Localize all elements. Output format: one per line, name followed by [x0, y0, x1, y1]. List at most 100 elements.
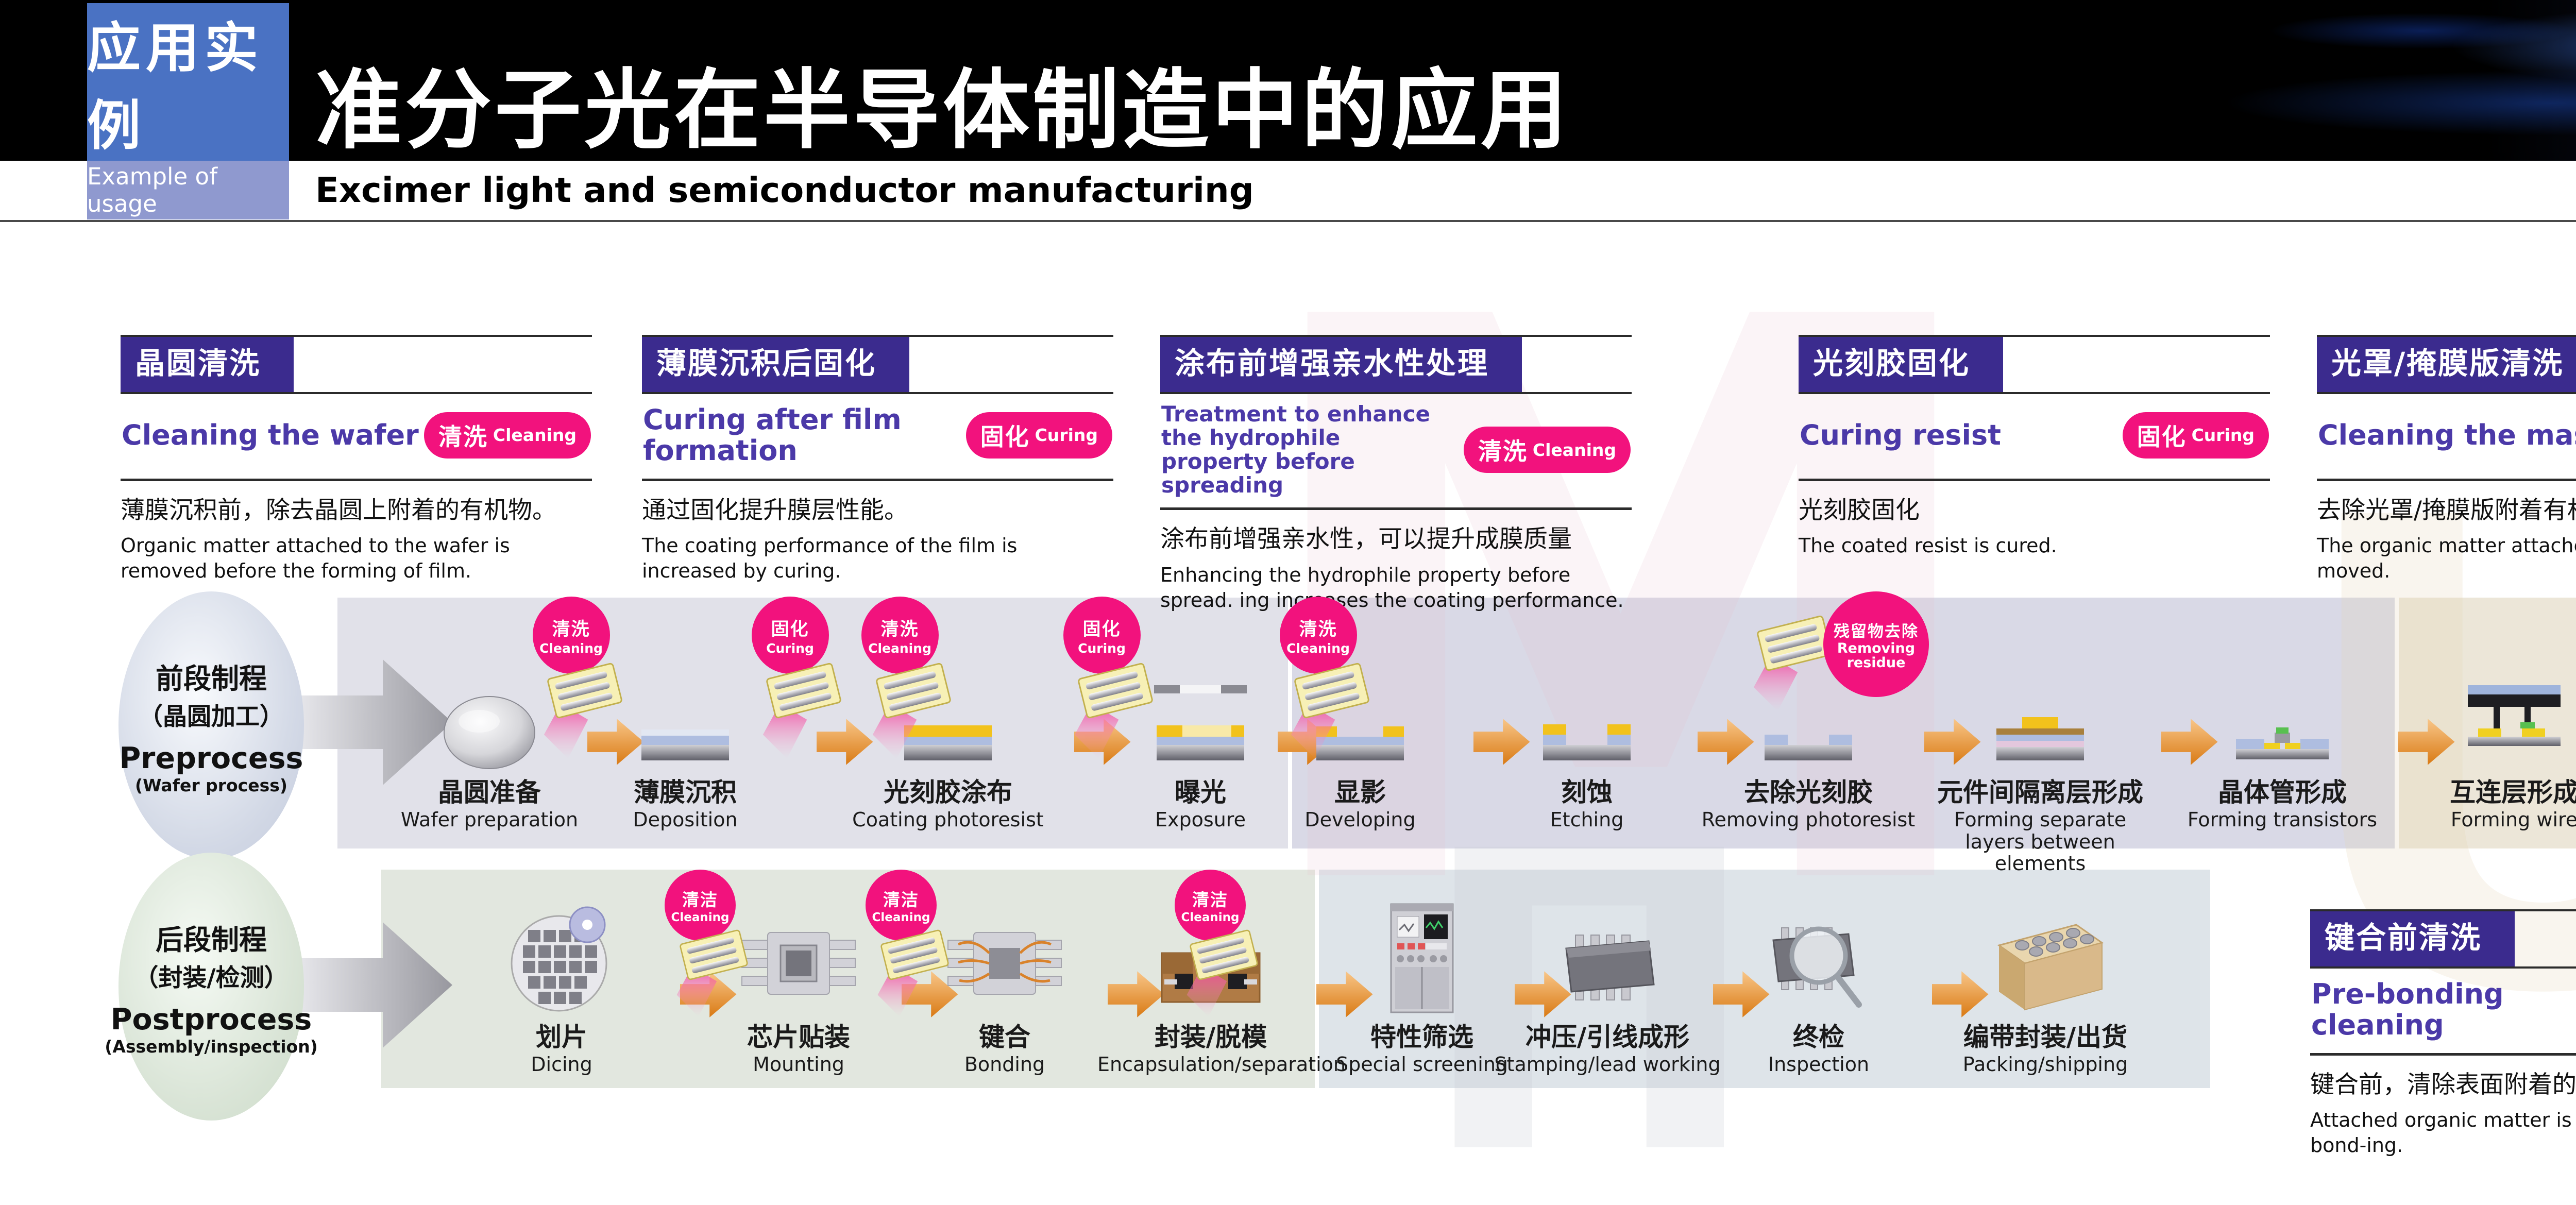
infobox-desc-en: Attached organic matter is removed befor… [2310, 1108, 2576, 1157]
step-forming-separate-layers: 元件间隔离层形成 Forming separate layers between… [1927, 654, 2154, 875]
excimer-lamp-icon [762, 663, 841, 759]
infobox-title-cn: 光罩/掩膜版清洗 [2317, 337, 2576, 392]
wafer-disc-icon [376, 654, 603, 773]
flow-arrow [2161, 719, 2218, 765]
step-label-cn: 划片 [536, 1022, 587, 1052]
infobox-title-en: Cleaning the mask [2318, 418, 2576, 451]
app-label-box: 应用实例 [87, 3, 289, 161]
preprocess-label-cn2: （晶圆加工） [139, 702, 284, 731]
infobox-subrow: Treatment to enhance the hydrophile prop… [1160, 394, 1632, 511]
infobox-title-cn: 键合前清洗 [2310, 911, 2515, 966]
preprocess-label-cn: 前段制程 [156, 662, 267, 695]
excimer-lamp-icon [877, 929, 949, 1017]
step-label-cn: 终检 [1793, 1022, 1844, 1052]
infobox-desc-en: The coating performance of the film is i… [642, 534, 1018, 583]
infobox-desc-en: The coated resist is cured. [1799, 534, 2057, 557]
step-label-cn: 元件间隔离层形成 [1937, 777, 2143, 807]
magnifier-inspection-icon [1705, 899, 1932, 1017]
step-label-cn: 去除光刻胶 [1744, 777, 1873, 807]
step-forming-transistors: 晶体管形成 Forming transistors [2169, 654, 2396, 831]
flow-arrow [817, 719, 873, 765]
preprocess-entry-arrow [287, 659, 452, 785]
step-label-en: Packing/shipping [1962, 1053, 2128, 1076]
etching-icon [1473, 654, 1700, 773]
example-label: Example of usage [87, 163, 217, 217]
tester-cabinet-icon [1309, 899, 1535, 1017]
postprocess-label-cn2: （封装/检测） [134, 963, 289, 992]
step-label-en: Encapsulation/separation [1097, 1053, 1346, 1076]
step-packing: 编带封装/出货 Packing/shipping [1932, 899, 2159, 1076]
step-label-cn: 晶圆准备 [438, 777, 541, 807]
step-forming-wire: 互连层形成 Forming wire [2401, 654, 2576, 831]
ic-package-icon [1494, 899, 1721, 1017]
step-label-en: Inspection [1768, 1053, 1870, 1076]
infobox-hydrophile-treatment: 涂布前增强亲水性处理 Treatment to enhance the hydr… [1160, 335, 1632, 613]
excimer-lamp-icon [544, 663, 622, 759]
flow-arrow [1515, 971, 1571, 1017]
flow-arrow [1108, 971, 1164, 1017]
removing-photoresist-icon [1695, 654, 1922, 773]
flow-arrow [1473, 719, 1530, 765]
page-title: 准分子光在半导体制造中的应用 [315, 60, 1570, 161]
excimer-lamp-icon [872, 663, 951, 759]
step-label-en: Forming wire [2450, 808, 2576, 831]
preprocess-label-en: Preprocess [119, 741, 303, 775]
app-label: 应用实例 [87, 16, 264, 157]
flow-arrow [1932, 971, 1989, 1017]
preprocess-label-en2: (Wafer process) [135, 775, 287, 795]
step-label-cn: 光刻胶涂布 [884, 777, 1012, 807]
step-final-inspection: 终检 Inspection [1705, 899, 1932, 1076]
excimer-lamp-icon [1291, 663, 1369, 759]
flow-arrow [1924, 719, 1981, 765]
header-divider [0, 220, 2576, 222]
step-dicing: 划片 Dicing [448, 899, 675, 1076]
deposition-layers-icon [572, 654, 799, 773]
photoresist-layers-icon [835, 654, 1061, 773]
transistor-icon [2169, 654, 2396, 773]
infobox-header: 键合前清洗 [2310, 909, 2576, 969]
step-label-en: Bonding [964, 1053, 1045, 1076]
postprocess-label-en2: (Assembly/inspection) [105, 1036, 318, 1057]
step-special-screening: 特性筛选 Special screening [1309, 899, 1535, 1076]
postprocess-label-cn: 后段制程 [156, 923, 267, 956]
step-bonding: 键合 Bonding [891, 899, 1118, 1076]
flow-arrow [587, 719, 644, 765]
wire-bonding-icon [891, 899, 1118, 1017]
infobox-title-en: Curing resist [1800, 418, 2001, 451]
infobox-title-cn: 晶圆清洗 [121, 337, 294, 392]
die-mounting-icon [685, 899, 912, 1017]
step-label-cn: 封装/脱模 [1154, 1022, 1267, 1052]
flow-arrow [902, 971, 958, 1017]
step-label-en: Stamping/lead working [1494, 1053, 1721, 1076]
isolation-layers-icon [1927, 654, 2154, 773]
step-label-cn: 曝光 [1175, 777, 1226, 807]
step-label-en: Coating photoresist [852, 808, 1044, 831]
step-label-cn: 互连层形成 [2450, 777, 2576, 807]
excimer-lamp-icon [676, 929, 748, 1017]
shipping-box-icon [1932, 899, 2159, 1017]
infobox-desc-en: The organic matter attached to the mask … [2317, 534, 2576, 583]
infobox-desc-cn: 薄膜沉积前，除去晶圆上附着的有机物。 [121, 496, 556, 524]
excimer-lamp-icon [1074, 663, 1153, 759]
